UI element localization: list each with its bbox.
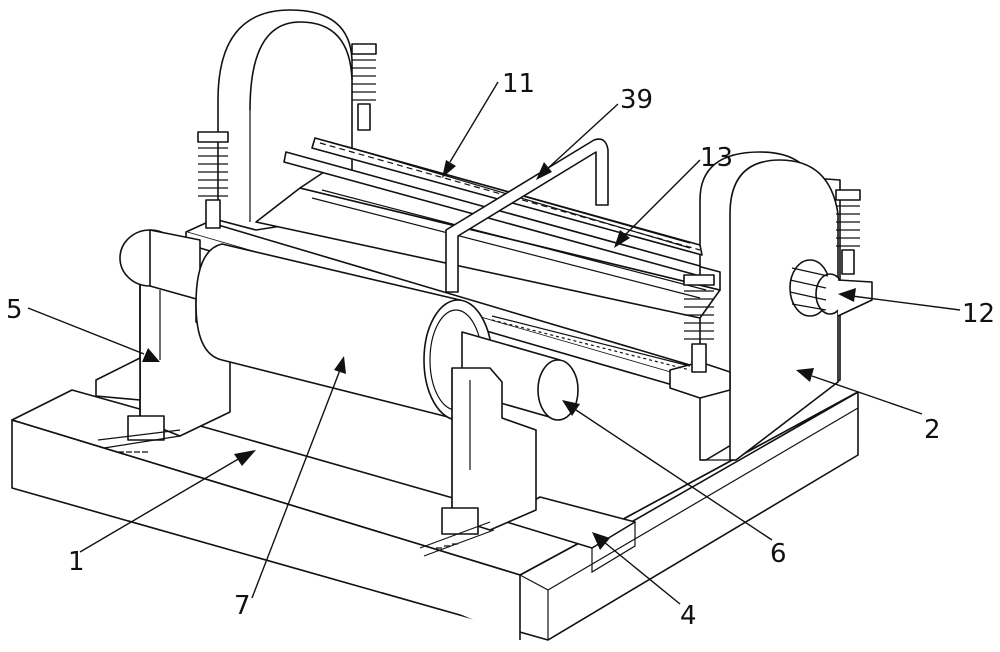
label-2: 2 — [924, 415, 941, 445]
leaders — [27, 81, 961, 605]
leader-39 — [545, 103, 619, 171]
spring-right-front — [683, 274, 715, 373]
slide-block-right — [419, 507, 495, 557]
arrow-1 — [234, 450, 256, 466]
slide-block-left — [97, 415, 181, 453]
label-12: 12 — [962, 299, 995, 329]
leader-2 — [811, 375, 923, 415]
leader-11 — [449, 81, 499, 163]
arrow-4 — [592, 532, 610, 550]
label-5: 5 — [6, 295, 23, 325]
leader-6 — [575, 409, 773, 541]
labels: 11 39 13 12 2 5 1 7 6 4 — [6, 69, 995, 631]
leader-13 — [623, 159, 701, 237]
spring-left-back — [351, 43, 377, 131]
label-39: 39 — [620, 85, 653, 115]
arrow-11 — [442, 160, 456, 178]
arrow-2 — [796, 368, 814, 382]
leader-4 — [603, 541, 681, 605]
chain-rod — [491, 315, 691, 371]
leader-5 — [27, 307, 145, 355]
leader-12 — [851, 295, 961, 311]
arrow-39 — [536, 162, 552, 180]
spring-right-back — [835, 189, 861, 275]
arrow-12 — [838, 288, 856, 302]
label-13: 13 — [700, 143, 733, 173]
label-4: 4 — [680, 601, 697, 631]
leader-7 — [251, 369, 341, 599]
label-11: 11 — [502, 69, 535, 99]
arrow-5 — [142, 348, 160, 362]
arrow-7 — [334, 356, 346, 374]
arrow-6 — [562, 400, 580, 416]
label-7: 7 — [234, 591, 251, 621]
handle — [445, 138, 609, 293]
springs — [197, 43, 861, 373]
spring-left-front — [197, 131, 229, 229]
label-1: 1 — [68, 547, 85, 577]
label-6: 6 — [770, 539, 787, 569]
arrow-13 — [614, 230, 630, 248]
right-side-plate — [699, 151, 841, 461]
leader-1 — [79, 457, 241, 553]
